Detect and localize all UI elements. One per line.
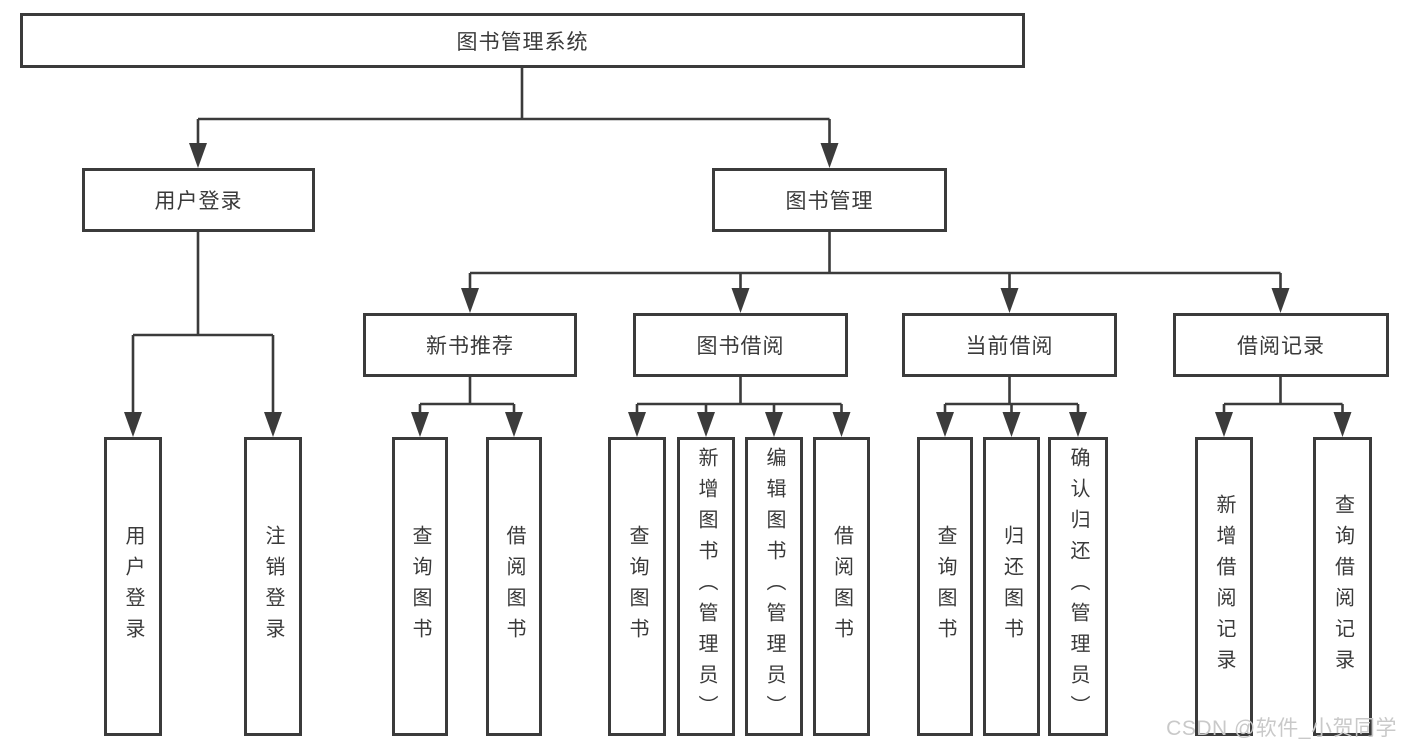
arrowhead <box>820 143 839 168</box>
leaf-borrow-books: 借阅图书 <box>813 437 870 736</box>
connector-current-to-leaves <box>943 377 1080 416</box>
node-label: 确认归还（管理员） <box>1067 447 1089 726</box>
leaf-query-books-borrow: 查询图书 <box>608 437 666 736</box>
arrowhead <box>1002 412 1021 437</box>
leaf-edit-books-admin: 编辑图书（管理员） <box>745 437 803 736</box>
arrowhead <box>124 412 142 437</box>
node-label: 借阅图书 <box>503 524 525 649</box>
connector-records-to-leaves <box>1222 377 1344 416</box>
node-label: 图书借阅 <box>696 335 785 358</box>
node-book-borrowing: 图书借阅 <box>633 313 848 377</box>
arrowhead <box>461 288 479 313</box>
arrowhead <box>628 412 646 437</box>
leaf-add-borrow-record: 新增借阅记录 <box>1195 437 1253 736</box>
node-label: 新增借阅记录 <box>1213 493 1235 680</box>
node-label: 借阅记录 <box>1237 335 1325 358</box>
node-label: 当前借阅 <box>965 335 1054 358</box>
arrowhead <box>1271 288 1290 313</box>
node-label: 注销登录 <box>262 524 284 649</box>
leaf-query-books-current: 查询图书 <box>917 437 973 736</box>
arrowhead <box>936 412 954 437</box>
node-label: 查询图书 <box>409 524 431 649</box>
node-label: 用户登录 <box>122 524 144 649</box>
arrowhead <box>1215 412 1233 437</box>
arrowhead <box>505 412 523 437</box>
node-label: 用户登录 <box>154 190 243 213</box>
leaf-borrow-books-recommend: 借阅图书 <box>486 437 542 736</box>
connector-userlogin-to-leaves <box>131 232 275 416</box>
arrowhead <box>1000 288 1019 313</box>
leaf-confirm-return-admin: 确认归还（管理员） <box>1048 437 1108 736</box>
leaf-add-books-admin: 新增图书（管理员） <box>677 437 735 736</box>
node-user-login-branch: 用户登录 <box>82 168 315 232</box>
leaf-logout: 注销登录 <box>244 437 302 736</box>
node-new-book-recommendation: 新书推荐 <box>363 313 577 377</box>
connector-borrow-to-leaves <box>635 377 843 416</box>
connector-newbook-to-leaves <box>418 377 516 416</box>
node-label: 图书管理 <box>785 190 874 213</box>
leaf-return-books: 归还图书 <box>983 437 1040 736</box>
node-label: 查询图书 <box>626 524 648 649</box>
node-label: 新增图书（管理员） <box>695 447 717 726</box>
arrowhead <box>697 412 715 437</box>
connector-bookmgmt-to-level3 <box>468 232 1282 292</box>
node-label: 归还图书 <box>1000 524 1023 649</box>
leaf-query-borrow-record: 查询借阅记录 <box>1313 437 1372 736</box>
node-label: 借阅图书 <box>830 524 853 649</box>
arrowhead <box>765 412 783 437</box>
leaf-user-login: 用户登录 <box>104 437 162 736</box>
arrowhead <box>1333 412 1352 437</box>
node-label: 查询图书 <box>934 524 956 649</box>
node-label: 查询借阅记录 <box>1331 493 1354 680</box>
arrowhead <box>1069 412 1087 437</box>
node-book-management-branch: 图书管理 <box>712 168 947 232</box>
arrowhead <box>731 288 750 313</box>
connector-root-to-level2 <box>196 68 831 150</box>
arrowhead <box>264 412 282 437</box>
arrowhead <box>832 412 851 437</box>
node-library-system: 图书管理系统 <box>20 13 1025 68</box>
node-current-borrowing: 当前借阅 <box>902 313 1117 377</box>
node-label: 图书管理系统 <box>456 30 589 54</box>
node-label: 编辑图书（管理员） <box>763 447 785 726</box>
node-label: 新书推荐 <box>426 335 514 358</box>
arrowhead <box>189 143 207 168</box>
node-borrowing-records: 借阅记录 <box>1173 313 1389 377</box>
arrowhead <box>411 412 429 437</box>
leaf-query-books-recommend: 查询图书 <box>392 437 448 736</box>
